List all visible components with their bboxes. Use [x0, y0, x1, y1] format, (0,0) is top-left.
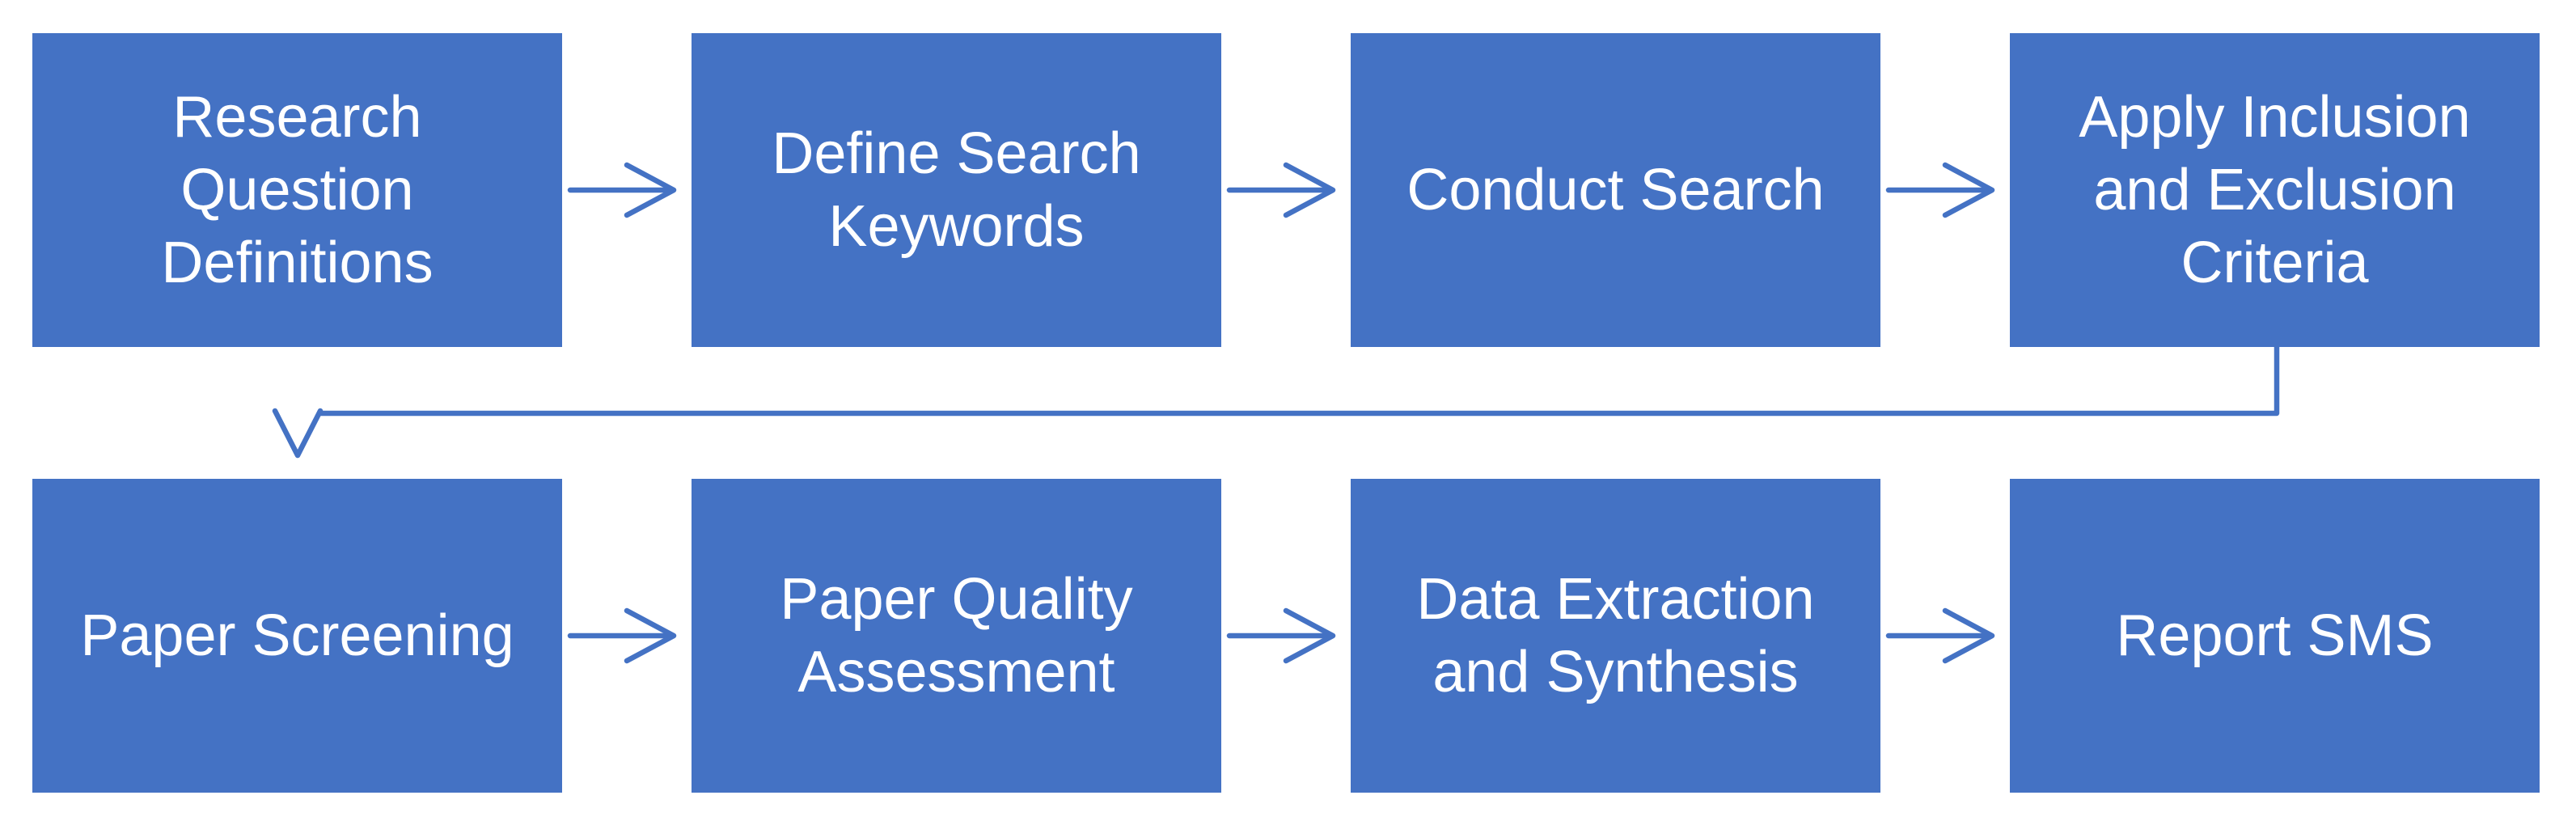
flow-node-define-search-keywords: Define Search Keywords [692, 33, 1221, 347]
elbow-down-arrow-icon [272, 344, 2280, 459]
right-arrow-icon [567, 162, 677, 218]
right-arrow-icon [1885, 162, 1995, 218]
flow-node-paper-screening: Paper Screening [32, 479, 562, 793]
right-arrow-icon [1885, 607, 1995, 664]
right-arrow-icon [1226, 162, 1336, 218]
flow-node-report-sms: Report SMS [2010, 479, 2540, 793]
flow-node-research-question-definitions: Research Question Definitions [32, 33, 562, 347]
flow-node-apply-inclusion-exclusion-criteria: Apply Inclusion and Exclusion Criteria [2010, 33, 2540, 347]
right-arrow-icon [1226, 607, 1336, 664]
flow-node-data-extraction-synthesis: Data Extraction and Synthesis [1351, 479, 1880, 793]
right-arrow-icon [567, 607, 677, 664]
flow-node-paper-quality-assessment: Paper Quality Assessment [692, 479, 1221, 793]
flow-node-conduct-search: Conduct Search [1351, 33, 1880, 347]
